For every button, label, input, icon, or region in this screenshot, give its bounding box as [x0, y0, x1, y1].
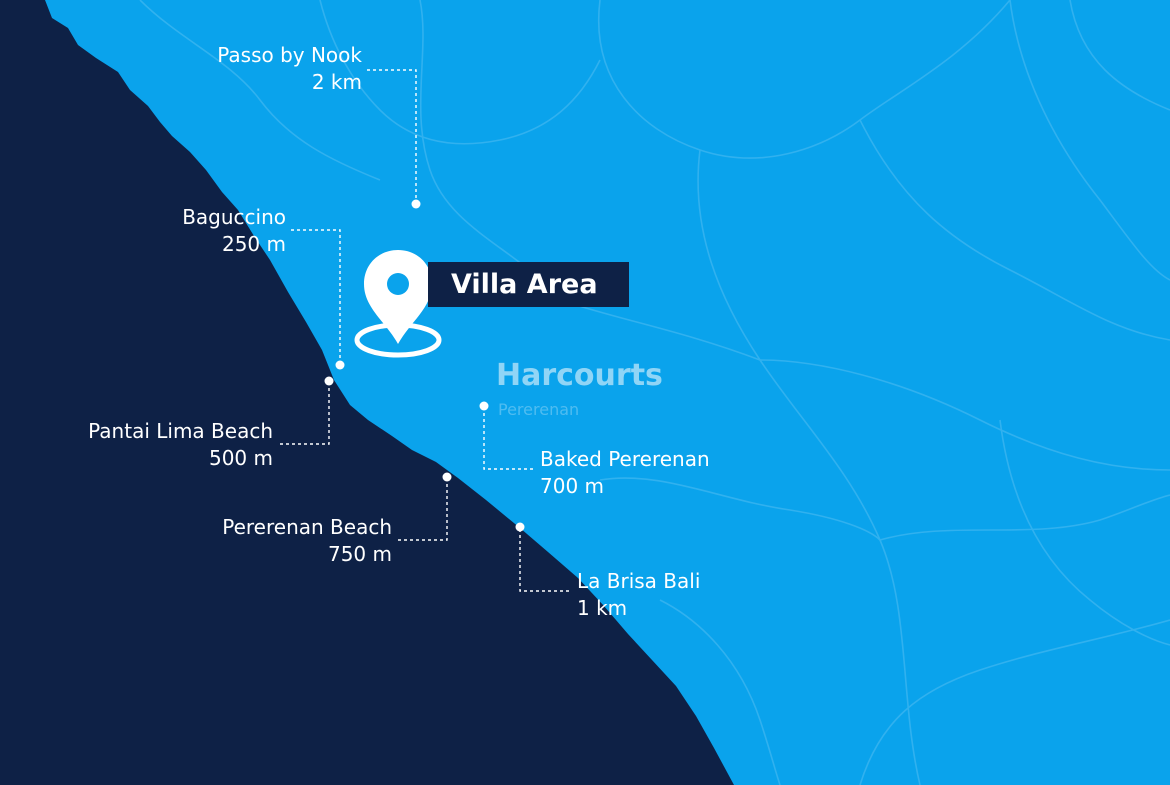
leader-line-pantai: [280, 381, 330, 445]
place-name: Pererenan Beach: [222, 515, 392, 539]
place-name: Passo by Nook: [217, 43, 362, 67]
place-markers: [324, 199, 525, 532]
marker-labrisa: [515, 522, 525, 532]
place-distance: 250 m: [221, 232, 286, 256]
leader-line-pererenan: [398, 477, 448, 541]
place-label-passo[interactable]: Passo by Nook 2 km: [217, 42, 362, 96]
villa-area-label: Villa Area: [451, 269, 598, 300]
place-label-baked[interactable]: Baked Pererenan 700 m: [540, 446, 710, 500]
brand-watermark: Harcourts: [496, 358, 663, 393]
place-name: La Brisa Bali: [577, 569, 701, 593]
leader-line-baguccino: [291, 229, 341, 365]
leader-lines: [280, 69, 569, 592]
place-label-labrisa[interactable]: La Brisa Bali 1 km: [577, 568, 700, 622]
leader-line-labrisa: [519, 527, 569, 592]
marker-baguccino: [335, 360, 345, 370]
place-label-pantai[interactable]: Pantai Lima Beach 500 m: [88, 418, 273, 472]
place-distance: 500 m: [208, 446, 273, 470]
brand-tagline: Pererenan: [498, 400, 580, 419]
ocean-area: [0, 0, 734, 785]
leader-line-passo: [367, 69, 417, 204]
villa-area-banner: [428, 262, 629, 307]
leader-line-baked: [483, 406, 533, 470]
marker-passo: [411, 199, 421, 209]
location-pin-icon: [354, 250, 442, 358]
place-distance: 2 km: [311, 70, 362, 94]
place-name: Pantai Lima Beach: [88, 419, 273, 443]
marker-pererenan: [442, 472, 452, 482]
place-label-pererenan[interactable]: Pererenan Beach 750 m: [222, 514, 392, 568]
marker-pantai: [324, 376, 334, 386]
place-distance: 1 km: [577, 596, 628, 620]
marker-baked: [479, 401, 489, 411]
place-distance: 750 m: [327, 542, 392, 566]
place-name: Baked Pererenan: [540, 447, 710, 471]
place-name: Baguccino: [182, 205, 286, 229]
place-label-baguccino[interactable]: Baguccino 250 m: [182, 204, 286, 258]
place-distance: 700 m: [540, 474, 605, 498]
road-network: [139, 0, 1170, 785]
